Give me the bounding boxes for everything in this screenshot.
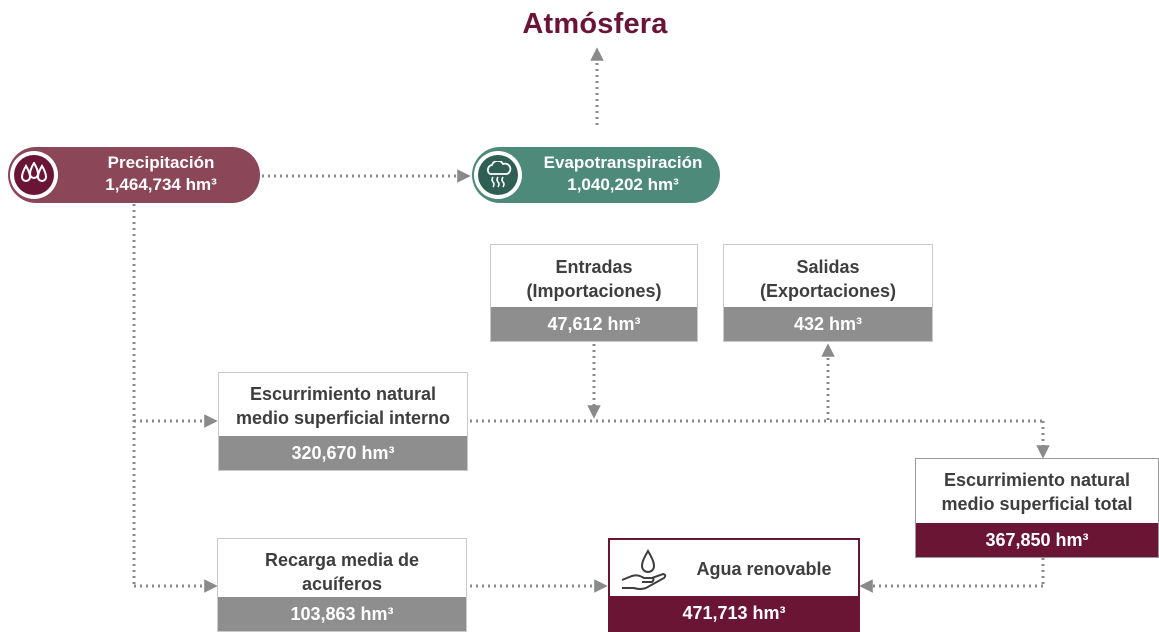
escurrimiento-total-value: 367,850 hm³ xyxy=(916,523,1158,557)
evapotranspiracion-label: Evapotranspiración xyxy=(543,153,703,172)
entradas-label-line1: Entradas xyxy=(555,257,633,277)
precipitacion-value: 1,464,734 hm³ xyxy=(105,175,217,194)
cloud-vapor-icon xyxy=(478,155,518,195)
escurrimiento-interno-value: 320,670 hm³ xyxy=(219,436,467,470)
precipitacion-node: Precipitación 1,464,734 hm³ xyxy=(8,147,260,203)
recarga-line1: Recarga media de xyxy=(264,550,420,570)
precipitacion-label: Precipitación xyxy=(107,153,215,172)
escurrimiento-total-line2: medio superficial total xyxy=(941,494,1133,514)
atmosfera-title: Atmósfera xyxy=(522,8,668,40)
escurrimiento-total-line1: Escurrimiento natural xyxy=(943,470,1131,490)
salidas-label-line2: (Exportaciones) xyxy=(759,281,897,301)
agua-renovable-value: 471,713 hm³ xyxy=(610,596,858,630)
salidas-label-line1: Salidas xyxy=(796,257,860,277)
droplets-icon xyxy=(14,155,54,195)
escurrimiento-interno-box: Escurrimiento natural medio superficial … xyxy=(218,372,468,471)
entradas-value: 47,612 hm³ xyxy=(491,307,697,341)
salidas-value: 432 hm³ xyxy=(724,307,932,341)
escurrimiento-total-box: Escurrimiento natural medio superficial … xyxy=(915,458,1159,558)
recarga-value: 103,863 hm³ xyxy=(218,597,466,631)
agua-renovable-label: Agua renovable xyxy=(696,559,832,579)
evapotranspiracion-node: Evapotranspiración 1,040,202 hm³ xyxy=(472,147,720,203)
hand-water-drop-icon xyxy=(618,548,670,594)
escurrimiento-interno-line2: medio superficial interno xyxy=(235,408,451,428)
entradas-box: Entradas (Importaciones) 47,612 hm³ xyxy=(490,244,698,342)
escurrimiento-interno-line1: Escurrimiento natural xyxy=(249,384,437,404)
evapotranspiracion-value: 1,040,202 hm³ xyxy=(567,175,679,194)
recarga-line2: acuíferos xyxy=(301,574,383,594)
entradas-label-line2: (Importaciones) xyxy=(526,281,662,301)
agua-renovable-box: Agua renovable 471,713 hm³ xyxy=(608,538,860,632)
salidas-box: Salidas (Exportaciones) 432 hm³ xyxy=(723,244,933,342)
recarga-box: Recarga media de acuíferos 103,863 hm³ xyxy=(217,538,467,632)
